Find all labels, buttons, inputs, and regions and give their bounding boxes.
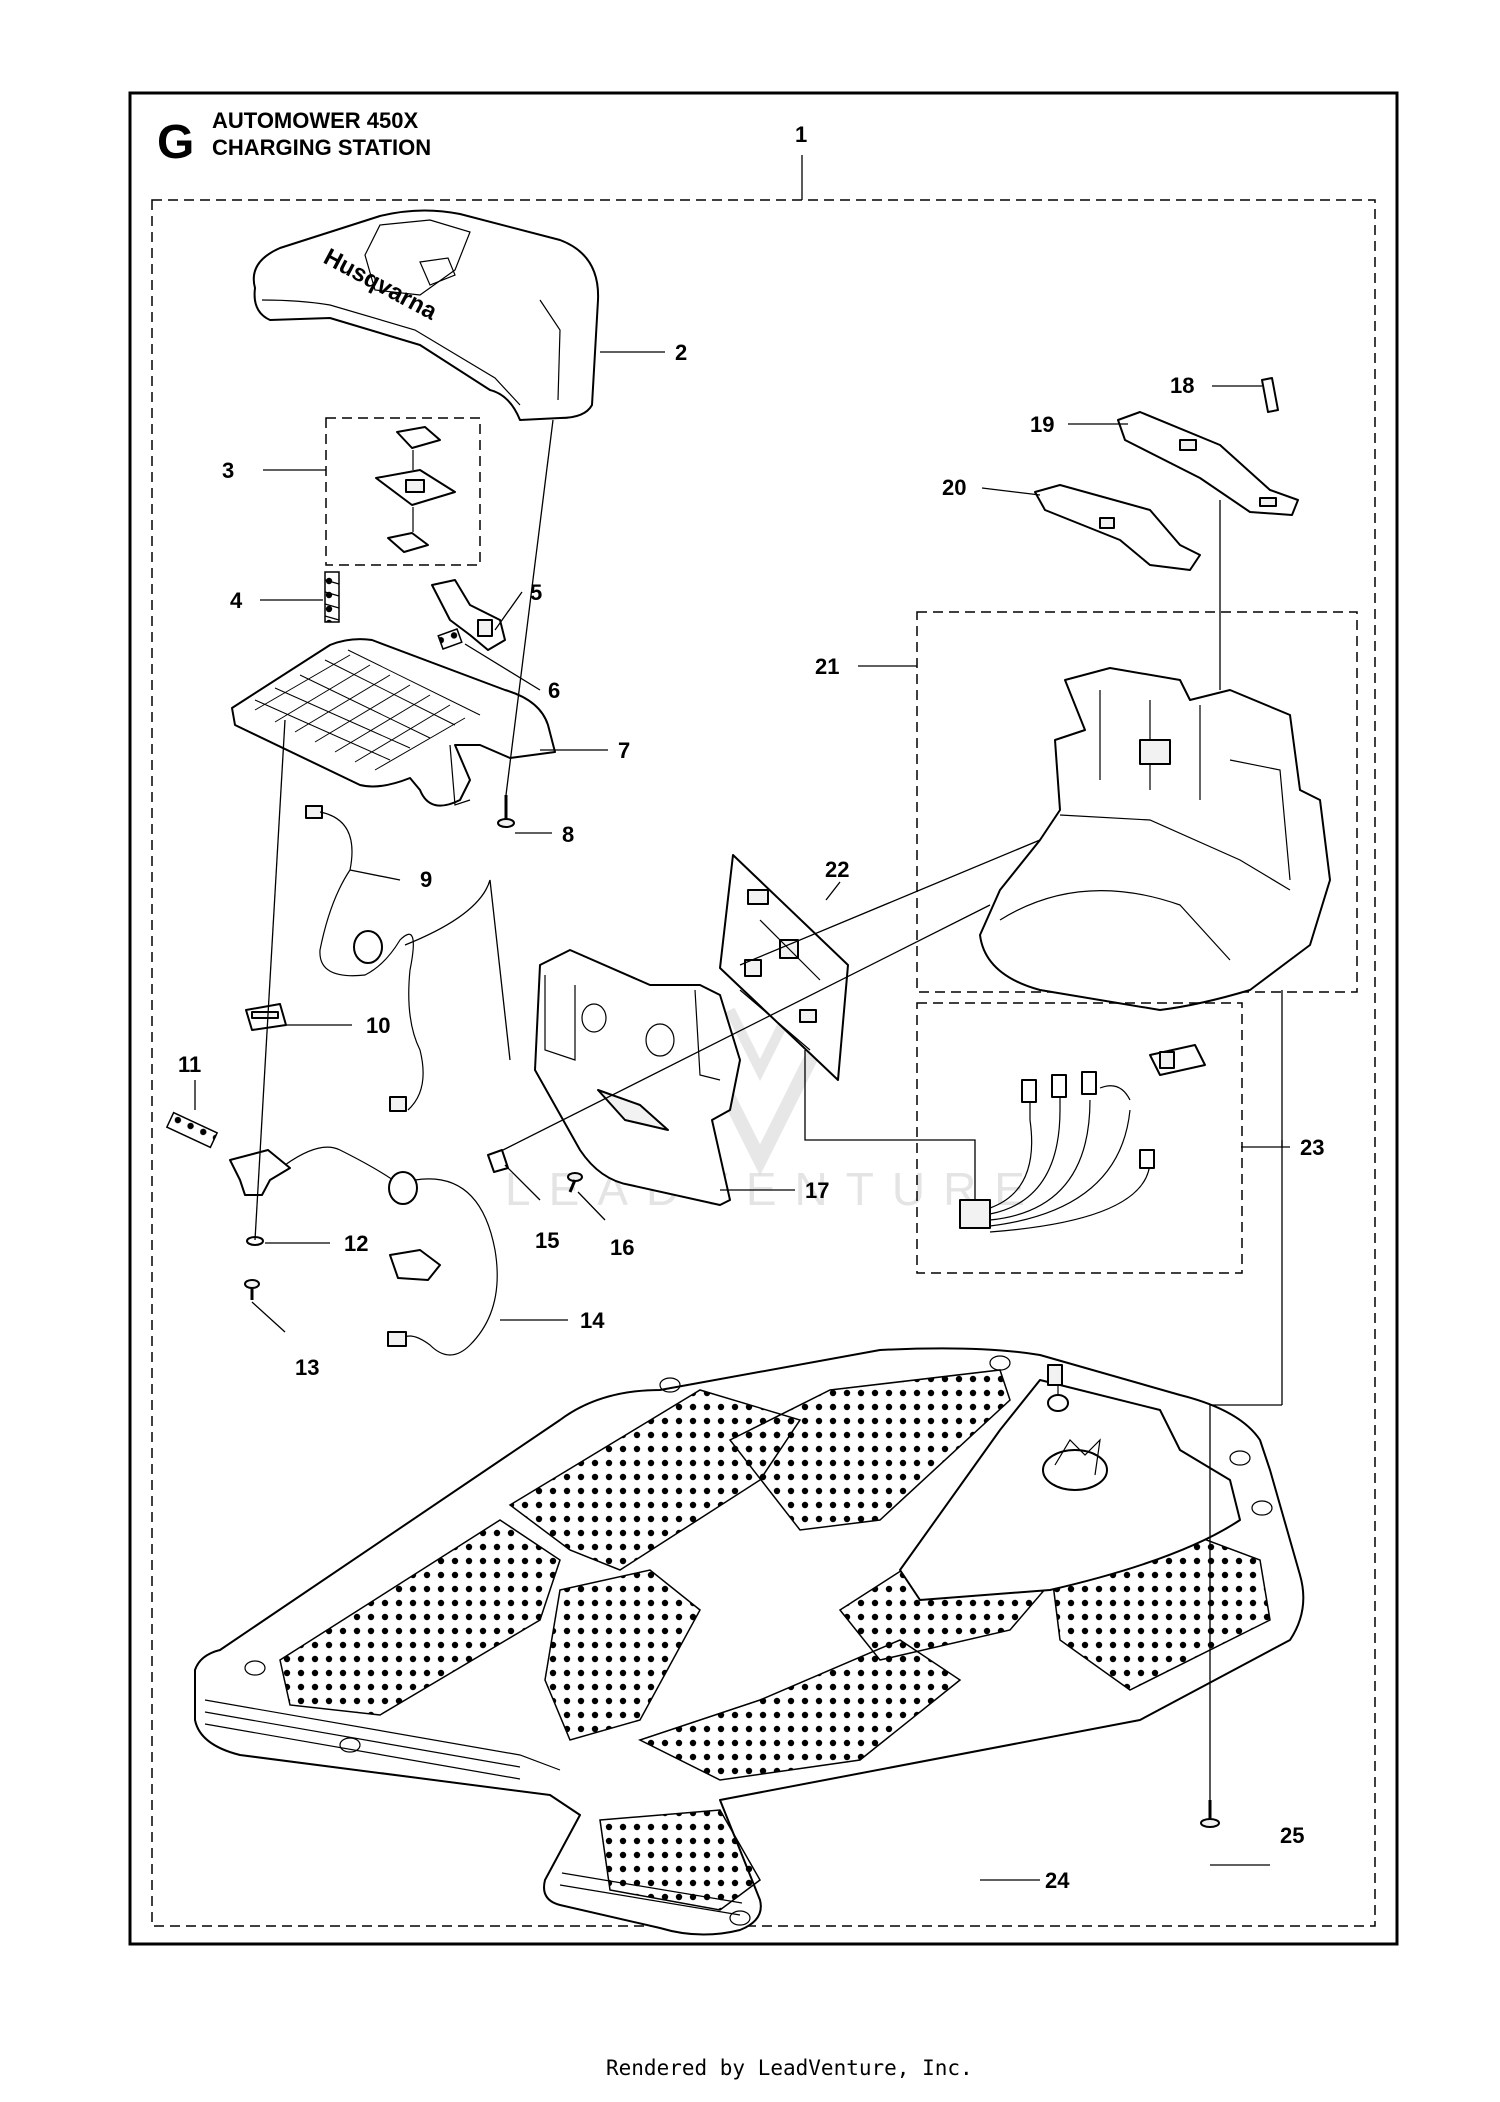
callout-20: 20 [942,475,966,500]
part-3-switch-assembly[interactable] [375,426,456,553]
part-15-plug[interactable] [487,1149,509,1173]
callout-1: 1 [795,122,807,147]
assembly-boundary-1 [151,199,1376,1927]
callout-11: 11 [178,1052,201,1077]
footer-credit: Rendered by LeadVenture, Inc. [606,2056,973,2080]
callout-5: 5 [530,580,542,605]
callout-3: 3 [222,458,234,483]
callout-12: 12 [344,1231,368,1256]
assembly-boundary-3 [325,417,481,566]
callout-8: 8 [562,822,574,847]
part-17-front-panel[interactable] [534,949,741,1206]
part-23-wiring-harness[interactable] [959,1044,1206,1233]
callout-19: 19 [1030,412,1054,437]
part-11-spring[interactable] [165,1111,219,1149]
callout-15: 15 [535,1228,559,1253]
callout-6: 6 [548,678,560,703]
callout-4: 4 [230,588,243,613]
callout-9: 9 [420,867,432,892]
callout-14: 14 [580,1308,605,1333]
callout-10: 10 [366,1013,390,1038]
part-4-spring[interactable] [324,571,340,623]
part-25-screw[interactable] [1200,1800,1220,1828]
part-18-pin[interactable] [1261,377,1279,413]
title-line-1: AUTOMOWER 450X [212,108,419,133]
part-22-circuit-board[interactable] [719,854,849,1081]
part-7-chassis[interactable] [231,638,556,807]
callout-22: 22 [825,857,849,882]
part-21-station-housing[interactable] [979,667,1331,1011]
part-8-screw[interactable] [497,795,515,828]
part-19-contact-plate[interactable] [1117,411,1299,516]
callout-18: 18 [1170,373,1194,398]
callout-labels: 1 2 3 4 5 6 7 8 9 10 11 12 13 14 15 16 1… [178,122,1324,1893]
part-10-clip[interactable] [245,1003,287,1031]
callout-13: 13 [295,1355,319,1380]
part-6-spring[interactable] [437,628,463,650]
part-24-charging-base-plate[interactable] [194,1347,1305,1936]
part-20-contact-plate[interactable] [1034,484,1201,571]
callout-7: 7 [618,738,630,763]
part-2-top-cover[interactable]: Husqvarna [252,209,600,421]
section-letter: G [157,116,194,169]
callout-16: 16 [610,1235,634,1260]
leader-lines [194,155,1290,1881]
callout-24: 24 [1045,1868,1070,1893]
part-14-contact-cable[interactable] [229,1146,498,1356]
callout-2: 2 [675,340,687,365]
diagram-frame [128,91,1399,1946]
callout-23: 23 [1300,1135,1324,1160]
part-5-latch[interactable] [431,579,506,651]
part-16-screw[interactable] [567,1172,583,1193]
assembly-boundary-23-harness [916,1002,1243,1274]
part-13-screw[interactable] [244,1279,260,1300]
part-9-cable[interactable] [305,805,424,1112]
callout-25: 25 [1280,1823,1304,1848]
callout-17: 17 [805,1178,829,1203]
callout-21: 21 [815,654,839,679]
title-line-2: CHARGING STATION [212,135,431,160]
